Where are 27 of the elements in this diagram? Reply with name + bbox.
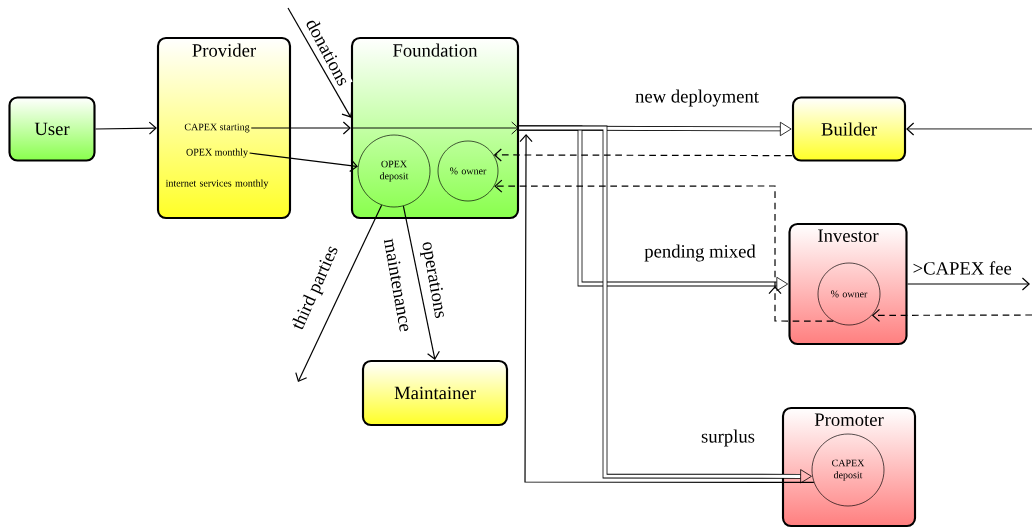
arrow	[295, 204, 383, 382]
flow-label: maintenance	[382, 235, 414, 335]
process-box: Maintainer	[361, 359, 509, 427]
arrow	[287, 7, 353, 118]
edge-label: surplus	[699, 428, 757, 448]
process-box: User	[8, 96, 96, 162]
circle-node: % owner	[437, 140, 499, 202]
arrow	[906, 277, 1030, 291]
edge-label: operations	[416, 238, 450, 322]
flow-text: CAPEX starting	[184, 123, 250, 133]
edge-label: third parties	[288, 241, 344, 335]
arrow	[494, 179, 834, 322]
circle-node: % owner	[817, 262, 881, 326]
arrow	[493, 148, 793, 162]
arrow	[94, 121, 157, 135]
process-box: Builder	[791, 96, 907, 162]
arrow	[871, 308, 1032, 322]
arrow	[249, 152, 358, 173]
arrow	[250, 121, 351, 135]
edge-label: pending mixed	[642, 243, 758, 263]
arrow	[402, 205, 440, 360]
arrow	[906, 122, 1032, 136]
flow-text: OPEX monthly	[186, 148, 248, 158]
circle-node: OPEX deposit	[357, 134, 431, 208]
edge-label: new deployment	[633, 88, 761, 108]
edge-label: >CAPEX fee	[911, 260, 1014, 276]
circle-node: CAPEX deposit	[811, 433, 885, 507]
